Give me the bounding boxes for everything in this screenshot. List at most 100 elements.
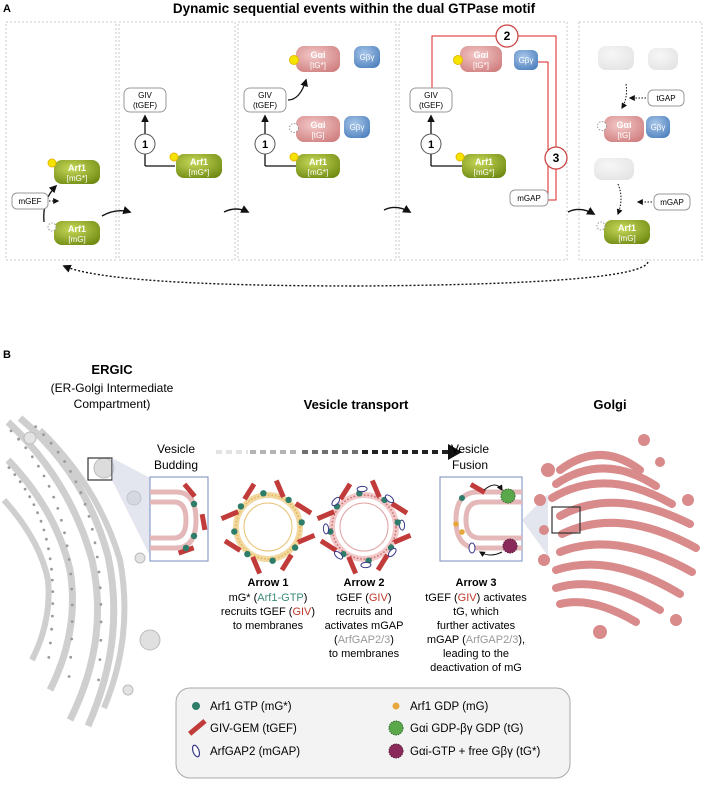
golgi-cisterna: [548, 479, 676, 508]
mg-star-label: [mG*]: [308, 168, 328, 177]
ribosome-dot: [42, 474, 46, 478]
ribosome-dot: [65, 544, 69, 548]
gai-label: Gαi: [310, 50, 325, 60]
giv-gem: [296, 532, 316, 545]
gbg-label: Gβγ: [651, 123, 666, 132]
stage-3-frame: [237, 21, 397, 261]
ribosome-dot: [87, 515, 91, 518]
arf1-label: Arf1: [309, 157, 327, 167]
gbg-label: Gβγ: [360, 53, 375, 62]
gdp-dot: [47, 222, 57, 232]
ribosome-dot: [99, 638, 103, 642]
arrow-2-line-3: activates mGAP: [325, 620, 404, 632]
golgi-vesicle: [638, 434, 650, 446]
ribosome-dot: [56, 507, 60, 510]
gtp-dot: [289, 152, 299, 162]
golgi-vesicle: [534, 494, 546, 506]
step-1-badge: [254, 133, 276, 155]
fusion-label-1: Vesicle: [451, 442, 489, 456]
stage-4: 2 3 Gαi [tG*] Gβγ GIV (tGEF) 1 Arf1 [mG*…: [409, 24, 568, 207]
ribosome-dot: [69, 572, 73, 576]
stage-1: Arf1 [mG*] Arf1 [mG] mGEF: [11, 158, 100, 245]
arf1-gtp: [260, 490, 267, 497]
ribosome-dot: [49, 441, 53, 445]
arrow-2-caption: Arrow 2 tGEF (GIV) recruits and activate…: [325, 577, 404, 660]
ribosome-dot: [69, 655, 73, 659]
ribosome-dot: [52, 495, 56, 499]
step-1-number: 1: [142, 139, 148, 151]
ribosome-dot: [50, 627, 53, 631]
arf1-gtp: [291, 544, 299, 551]
arrow-1-line-1: mG* (Arf1-GTP): [229, 592, 308, 604]
ribosome-dot: [63, 531, 66, 535]
legend-label: GIV-GEM (tGEF): [210, 723, 297, 735]
gdp-dot: [289, 123, 299, 133]
ribosome-dot: [70, 620, 74, 623]
arf1-active: [176, 154, 222, 178]
giv-label: GIV: [258, 91, 272, 100]
arfgap2: [322, 523, 330, 535]
ribosome-dot: [50, 578, 54, 582]
tg-label: [tG]: [312, 131, 325, 140]
arrow-3-line-3: further activates: [437, 620, 516, 632]
golgi-vesicle: [539, 525, 549, 535]
mg-label: [mG]: [68, 235, 85, 244]
stage-2-frame: [118, 21, 236, 261]
ribosome-dot: [74, 480, 78, 484]
gai-active: [460, 46, 502, 72]
legend-item-gai-gtp: Gαi-GTP + free Gβγ (tG*): [388, 743, 540, 759]
mgap-box: [509, 189, 549, 207]
arfgap2: [333, 550, 344, 560]
arfgap2: [331, 496, 341, 507]
mgap-box: [653, 193, 691, 211]
arrow-3-line-5: leading to the: [443, 648, 509, 660]
arf1-active: [54, 160, 100, 184]
cycle-return-arrow: [62, 261, 649, 287]
ribosome-dot: [45, 537, 48, 541]
ribosome-dot: [70, 587, 74, 591]
transport-arrow: [216, 444, 462, 460]
step-1-badge: [420, 133, 442, 155]
step-1-number: 1: [428, 139, 434, 151]
ribosome-dot: [37, 464, 40, 468]
ribosome-dot: [36, 511, 39, 515]
ergic-zoom-connector: [112, 458, 150, 556]
ribosome-dot: [32, 503, 36, 506]
arrow-2-line-1: tGEF (GIV): [336, 592, 391, 604]
feedback-arrow-3: [518, 61, 549, 199]
step-2-number: 2: [504, 29, 511, 43]
budding-proteins: [177, 482, 208, 556]
giv-label: GIV: [424, 91, 438, 100]
arrow-1-caption: Arrow 1 mG* (Arf1-GTP) recruits tGEF (GI…: [221, 577, 315, 632]
ribosome-dot: [23, 487, 27, 491]
ribosome-dot: [95, 555, 99, 559]
arf1-gtp: [298, 519, 305, 526]
vesicle-2-proteins: [316, 479, 412, 575]
giv-gem: [369, 479, 382, 499]
ergic-title: ERGIC: [91, 362, 133, 377]
arfgap2: [387, 547, 397, 558]
giv-gem: [375, 553, 390, 572]
gtp-dot: [47, 158, 57, 168]
inactivation-arrow: [616, 183, 623, 216]
mg-star-label: [mG*]: [189, 168, 209, 177]
giv-gem: [279, 553, 294, 572]
golgi-vesicle: [670, 614, 682, 626]
giv-box: [243, 87, 287, 113]
gtp-dot: [453, 55, 463, 65]
ribosome-dot: [18, 480, 22, 484]
golgi-organelle: [534, 434, 700, 639]
tgap-box: [647, 89, 685, 107]
giv-gem: [392, 532, 412, 545]
giv-gem: [220, 509, 240, 522]
vesicle-1: [233, 492, 303, 562]
stage-3: Gαi [tG*] Gβγ GIV (tGEF) Gαi [tG] Gβγ 1 …: [243, 46, 380, 178]
arf1-gtp: [285, 496, 292, 504]
ribosome-dot: [98, 658, 102, 661]
legend-item-giv-gem: GIV-GEM (tGEF): [188, 719, 297, 736]
arf1-gtp: [231, 528, 238, 535]
reassociate-arrow: [621, 83, 628, 110]
gtp-dot: [455, 152, 465, 162]
tg-star-label: [tG*]: [473, 61, 489, 70]
ribosome-dot: [48, 557, 52, 561]
